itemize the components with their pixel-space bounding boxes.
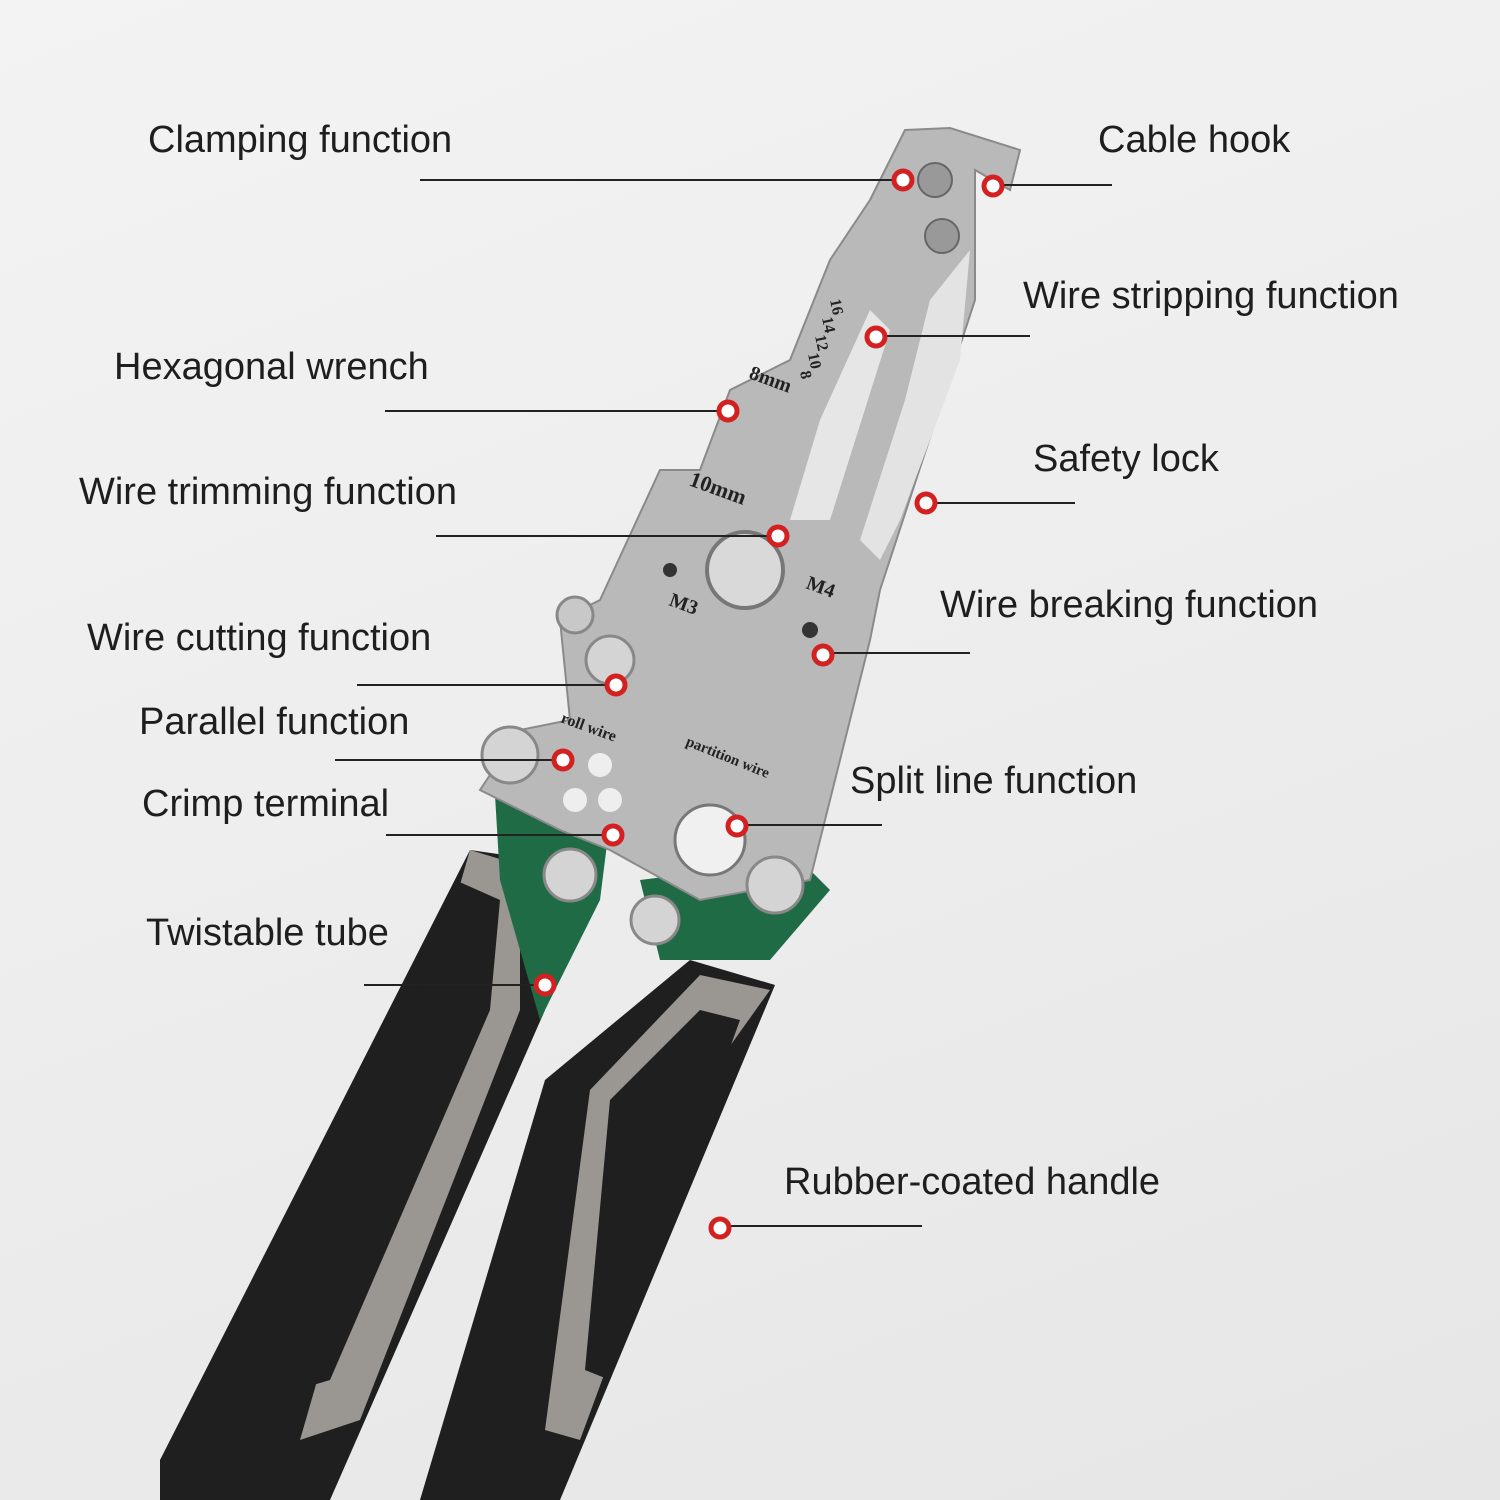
- label-split-line: Split line function: [850, 760, 1138, 802]
- label-wire-trimming: Wire trimming function: [79, 471, 457, 513]
- gauge-16: 16: [826, 297, 846, 316]
- marker-clamping: [891, 168, 915, 192]
- marker-wire-stripping: [864, 325, 888, 349]
- marker-split-line: [725, 814, 749, 838]
- label-wire-stripping: Wire stripping function: [1023, 275, 1399, 317]
- label-cable-hook: Cable hook: [1098, 119, 1291, 161]
- leader-lines: [335, 179, 1112, 1227]
- gauge-10: 10: [804, 351, 824, 370]
- label-clamping: Clamping function: [148, 119, 453, 161]
- left-handle: [160, 850, 545, 1500]
- marker-rubber-handle: [708, 1216, 732, 1240]
- marker-wire-breaking: [811, 643, 835, 667]
- label-safety-lock: Safety lock: [1033, 438, 1219, 480]
- marker-cable-hook: [981, 174, 1005, 198]
- marker-twistable-tube: [533, 973, 557, 997]
- gauge-14: 14: [818, 315, 838, 334]
- right-handle: [420, 960, 775, 1500]
- label-parallel: Parallel function: [139, 701, 410, 743]
- label-wire-cutting: Wire cutting function: [87, 617, 432, 659]
- label-rubber-handle: Rubber-coated handle: [784, 1161, 1161, 1203]
- marker-wire-cutting: [604, 673, 628, 697]
- label-twistable-tube: Twistable tube: [146, 912, 389, 954]
- steel-head: [478, 126, 1022, 946]
- marker-hex-wrench: [716, 399, 740, 423]
- marker-safety-lock: [914, 491, 938, 515]
- marker-wire-trimming: [766, 524, 790, 548]
- label-crimp-terminal: Crimp terminal: [142, 783, 390, 825]
- markers: [533, 168, 1005, 1240]
- label-wire-breaking: Wire breaking function: [940, 584, 1319, 626]
- marker-crimp-terminal: [601, 823, 625, 847]
- marker-parallel: [551, 748, 575, 772]
- gauge-8: 8: [796, 369, 814, 380]
- gauge-12: 12: [811, 333, 831, 352]
- label-hex-wrench: Hexagonal wrench: [114, 346, 429, 388]
